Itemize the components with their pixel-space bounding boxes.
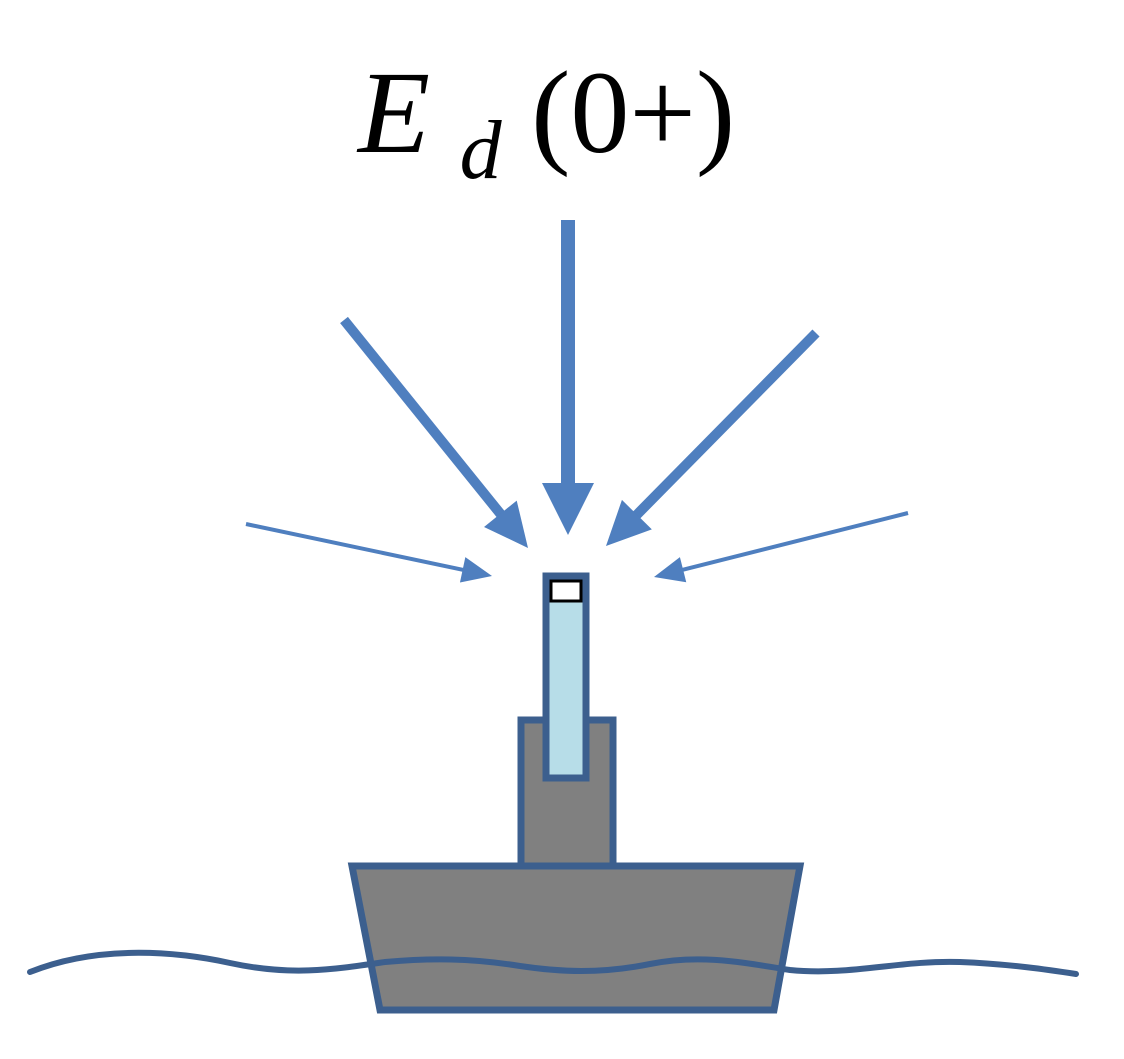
arrow-upper-left-shaft xyxy=(340,316,506,519)
arrow-vertical xyxy=(542,220,594,535)
arrow-lower-left xyxy=(245,522,492,583)
buoy-hull xyxy=(347,862,805,1014)
arrow-upper-left xyxy=(340,316,528,548)
irradiance-subscript: d xyxy=(460,104,503,197)
arrow-lower-right-head xyxy=(654,557,687,583)
arrow-upper-right xyxy=(606,329,820,546)
arrow-upper-left-head xyxy=(484,500,528,548)
irradiance-argument: (0+) xyxy=(531,47,735,178)
water-surface-wave xyxy=(27,949,1079,977)
irradiance-label: E d (0+) xyxy=(356,47,735,204)
arrow-upper-right-head xyxy=(606,499,652,546)
arrow-lower-left-head xyxy=(459,557,492,583)
arrow-upper-right-shaft xyxy=(631,329,820,520)
arrow-lower-right-shaft xyxy=(680,511,909,573)
downwelling-light-arrows xyxy=(245,220,909,583)
sensor-collector-window xyxy=(549,579,583,603)
buoy-icon xyxy=(347,572,805,1014)
arrow-vertical-head xyxy=(542,483,594,535)
arrow-lower-right xyxy=(654,511,909,583)
irradiance-symbol: E xyxy=(356,47,430,178)
irradiance-sensor-icon xyxy=(542,572,590,782)
arrow-lower-left-shaft xyxy=(245,522,466,573)
